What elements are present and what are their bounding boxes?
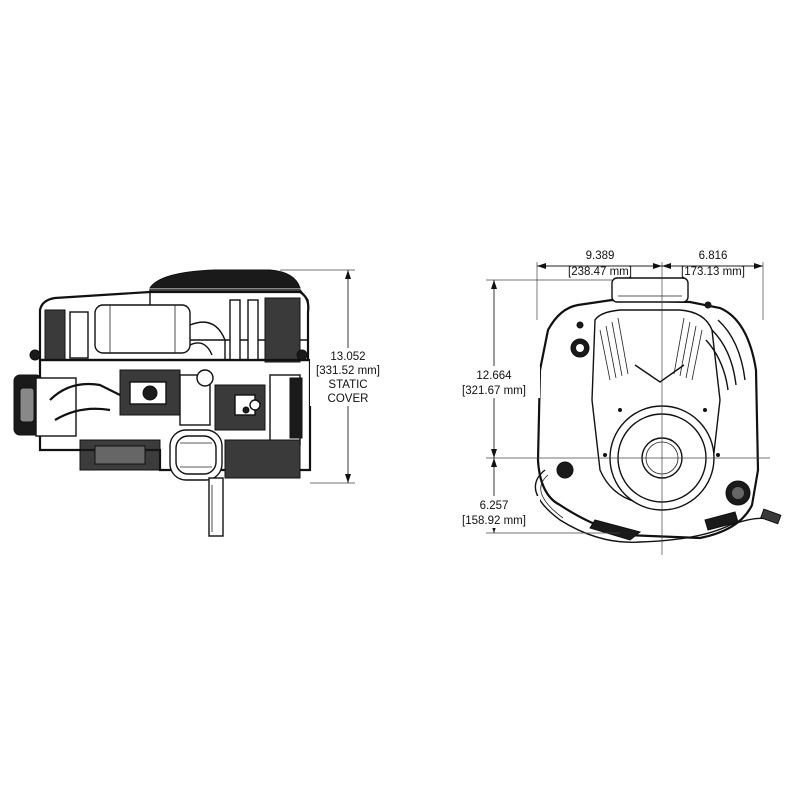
height-lower-mm: [158.92 mm] xyxy=(462,515,526,527)
height-upper-mm: [321.67 mm] xyxy=(462,385,526,397)
height-side-inches: 13.052 xyxy=(330,351,365,363)
width-dimensions-top: 9.389 [238.47 mm] 6.816 [173.13 mm] xyxy=(536,250,764,555)
height-dimension-side: 13.052 [331.52 mm] STATIC COVER xyxy=(280,269,390,484)
width-right-mm: [173.13 mm] xyxy=(681,266,745,278)
engine-top-view xyxy=(534,277,782,544)
width-left-inches: 9.389 xyxy=(586,250,615,262)
engine-side-view xyxy=(13,269,312,537)
height-side-note-2: COVER xyxy=(328,393,369,405)
height-side-note-1: STATIC xyxy=(328,379,367,391)
height-dimensions-top-view: 12.664 [321.67 mm] 6.257 [158.92 mm] xyxy=(448,279,770,534)
height-lower-inches: 6.257 xyxy=(480,500,509,512)
width-left-mm: [238.47 mm] xyxy=(568,266,632,278)
width-right-inches: 6.816 xyxy=(699,250,728,262)
height-upper-inches: 12.664 xyxy=(476,370,512,382)
height-side-mm: [331.52 mm] xyxy=(316,365,380,377)
